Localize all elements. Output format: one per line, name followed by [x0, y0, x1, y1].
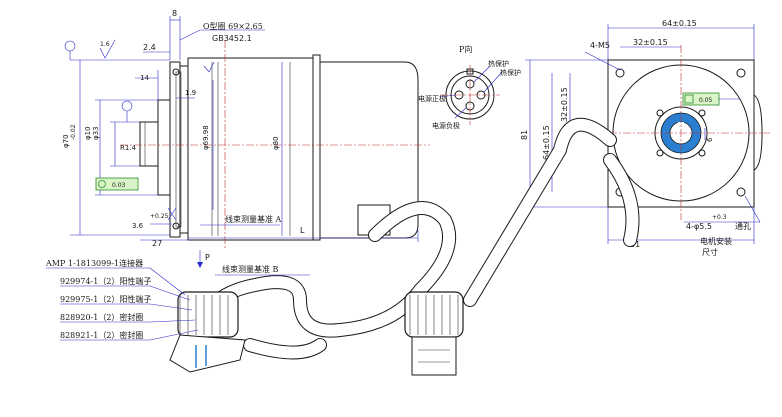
- o-ring-bottom: [172, 222, 180, 230]
- gtol-frame-side: [95, 177, 139, 191]
- dim-L: L: [300, 226, 305, 235]
- tol-phi70: -0.02: [70, 124, 77, 140]
- dim-1-9: 1.9: [185, 89, 196, 97]
- mount-hole-tl: [615, 68, 625, 78]
- flange-plate: [169, 61, 181, 238]
- side-dimensions: 8 2.4 14 1.9 φ70 -0.02 φ33 φ10 R1.4 φ69.: [62, 9, 419, 248]
- side-lug: [753, 94, 763, 171]
- through-label: 通孔: [735, 221, 751, 231]
- tapped-hole-2: [698, 109, 706, 117]
- caption-size: 尺寸: [702, 247, 718, 257]
- p-arrow-label: P: [205, 253, 210, 262]
- part-4: 828920-1（2）密封圈: [60, 312, 143, 322]
- dim-phi33: φ33: [92, 126, 100, 140]
- part-3: 929975-1（2）阳性端子: [60, 294, 151, 304]
- connector-plug-right: [404, 291, 464, 376]
- tapped-hole-3: [656, 149, 664, 157]
- front-dimensions: 64±0.15 32±0.15 4-M5 81 64±0.15 32±0.15 …: [520, 19, 761, 257]
- roughness-mark: [99, 39, 116, 59]
- pin-thermal-1: 热保护: [488, 59, 509, 68]
- part-2: 929974-1（2）阳性端子: [60, 276, 151, 286]
- dim-8: 8: [172, 9, 177, 18]
- roughness-value: 1.6: [100, 41, 110, 48]
- dim-81-left: 81: [520, 130, 529, 140]
- gtol-value-front: 0.05: [699, 97, 713, 104]
- part-1: AMP 1-1813099-1连接器: [45, 258, 143, 268]
- front-view: 64±0.15 32±0.15 4-M5 81 64±0.15 32±0.15 …: [520, 19, 770, 257]
- dim-32-top: 32±0.15: [633, 38, 668, 47]
- datum-b-label: 线束测量基准 B: [222, 264, 279, 274]
- through-holes: 4-φ5.5: [686, 222, 712, 231]
- tol-3-6: +0.25: [150, 213, 169, 220]
- rear-ring: [312, 54, 321, 241]
- tapped-hole-4: [698, 149, 706, 157]
- o-ring-top: [172, 68, 180, 76]
- shaft: [139, 121, 159, 167]
- dim-3-6: 3.6: [132, 222, 144, 230]
- dim-14: 14: [140, 74, 149, 82]
- pilot-boss: [157, 99, 171, 196]
- dim-64-left: 64±0.15: [542, 125, 551, 160]
- through-holes-tol: +0.3: [712, 214, 727, 221]
- dim-phi69-98: φ69.98: [202, 125, 210, 150]
- part-5: 828921-1（2）密封圈: [60, 330, 143, 340]
- dim-27: 27: [152, 239, 162, 248]
- dim-32-left: 32±0.15: [560, 87, 569, 122]
- roughness-mark-2: [203, 61, 215, 73]
- mount-hole-br: [736, 187, 746, 197]
- dim-phi70: φ70: [62, 134, 70, 148]
- parts-list: P 线束测量基准 B AMP 1-1813099-1连接器 929974-1（2…: [45, 250, 310, 341]
- tapped-hole-1: [656, 109, 664, 117]
- caption-mount: 电机安装: [700, 236, 732, 246]
- dim-r1-4: R1.4: [120, 144, 137, 152]
- gtol-value-side: 0.03: [112, 182, 126, 189]
- connector-plug-left: [169, 291, 246, 373]
- cables: [205, 117, 640, 360]
- o-ring-label: O型圈 69×2.65: [203, 22, 263, 31]
- holes-4-m5: 4-M5: [590, 41, 610, 50]
- dim-2-4: 2.4: [143, 43, 156, 52]
- p-view-label: P向: [459, 44, 472, 54]
- datum-circle-mid: [121, 100, 133, 112]
- pin-power-pos: 电源正极: [418, 94, 446, 103]
- dim-phi10: φ10: [84, 126, 92, 140]
- pin-thermal-2: 热保护: [500, 68, 521, 77]
- dim-6: 6: [706, 137, 714, 142]
- side-view: 8 2.4 14 1.9 φ70 -0.02 φ33 φ10 R1.4 φ69.: [62, 9, 430, 250]
- datum-circle-top: [64, 40, 76, 52]
- datum-a-label: 线束测量基准 A: [225, 214, 282, 224]
- mount-hole-tr: [736, 68, 746, 78]
- dim-phi80: φ80: [272, 136, 280, 150]
- pin-power-neg: 电源负极: [432, 121, 460, 130]
- connector-face-view: P向 热保护 热保护 电源正极 电源负极: [418, 44, 521, 130]
- flange-mark: [167, 207, 177, 221]
- standard-label: GB3452.1: [212, 34, 252, 43]
- dim-64-top: 64±0.15: [662, 19, 697, 28]
